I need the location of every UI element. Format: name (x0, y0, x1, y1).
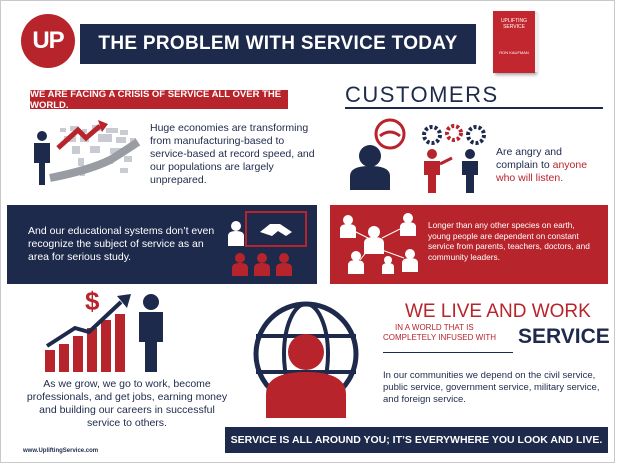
community-text: In our communities we depend on the civi… (383, 370, 600, 405)
young-people-text: Longer than any other species on earth, … (428, 220, 590, 262)
we-live-heading: WE LIVE AND WORK (405, 301, 591, 322)
bottom-banner: SERVICE IS ALL AROUND YOU; IT’S EVERYWHE… (225, 427, 608, 453)
customers-heading: CUSTOMERS (345, 82, 499, 107)
we-live-line3: COMPLETELY INFUSED WITH (383, 333, 497, 342)
economies-text: Huge economies are transforming from man… (150, 122, 315, 186)
we-live-underline (383, 352, 513, 353)
website-link[interactable]: www.UpliftingService.com (23, 448, 99, 454)
global-person-icon (253, 301, 359, 418)
career-text: As we grow, we go to work, become profes… (26, 378, 228, 429)
up-logo[interactable]: UP (21, 14, 75, 68)
svg-text:$: $ (85, 286, 100, 316)
customers-text-part1: Are angry and complain to (496, 146, 562, 171)
customers-underline (345, 107, 603, 109)
gears-icon (422, 124, 486, 145)
book-title: UPLIFTING SERVICE (500, 18, 528, 30)
logo-trademark: TM (40, 62, 51, 69)
service-word: SERVICE (518, 325, 610, 348)
dollar-growth-chart-icon: $ (45, 286, 163, 372)
arguing-people-icon (424, 149, 478, 193)
education-text: And our educational systems don’t even r… (28, 225, 215, 263)
we-live-line2: IN A WORLD THAT IS (395, 323, 474, 332)
book-cover-icon[interactable] (493, 11, 535, 73)
book-author: RON KAUFMAN (499, 50, 529, 55)
page-title: THE PROBLEM WITH SERVICE TODAY (80, 24, 476, 64)
customers-text: Are angry and complain to anyone who wil… (496, 146, 606, 185)
family-icon (340, 213, 418, 274)
world-map-icon (34, 120, 141, 185)
customers-text-highlight: anyone who will listen. (496, 159, 588, 184)
crisis-banner: WE ARE FACING A CRISIS OF SERVICE ALL OV… (30, 89, 288, 111)
book-pages (535, 14, 539, 72)
angry-customer-icon (350, 118, 406, 190)
presentation-handshake-icon (228, 211, 307, 276)
